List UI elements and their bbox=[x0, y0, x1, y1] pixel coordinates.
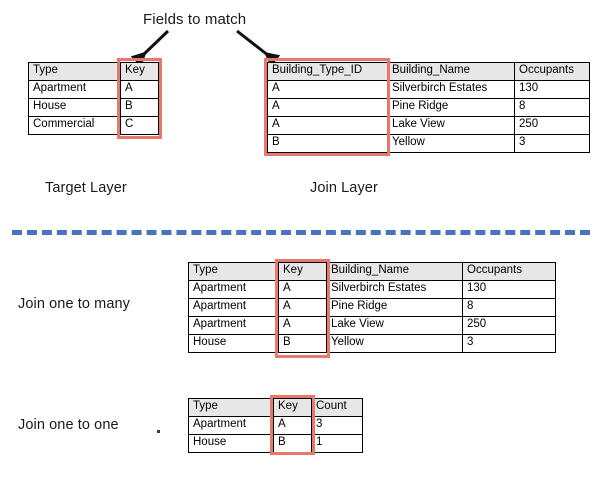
table-header-row: Type Key Building_Name Occupants bbox=[188, 262, 556, 281]
table-row: Commercial C bbox=[28, 116, 159, 135]
cell: A bbox=[267, 98, 388, 117]
cell: Apartment bbox=[188, 298, 279, 317]
cell: Pine Ridge bbox=[387, 98, 515, 117]
table-row: A Lake View 250 bbox=[267, 116, 590, 135]
cell: A bbox=[278, 298, 327, 317]
cell: 8 bbox=[462, 298, 556, 317]
cell: Silverbirch Estates bbox=[326, 280, 463, 299]
cell: 250 bbox=[462, 316, 556, 335]
cell: 3 bbox=[514, 134, 590, 153]
cell: A bbox=[267, 80, 388, 99]
cell: A bbox=[120, 80, 159, 99]
table-target-layer: Type Key Apartment A House B Commercial … bbox=[28, 62, 159, 135]
cell: A bbox=[267, 116, 388, 135]
cell: 250 bbox=[514, 116, 590, 135]
cell: B bbox=[120, 98, 159, 117]
column-header: Type bbox=[188, 262, 279, 281]
join-layer-caption: Join Layer bbox=[310, 180, 378, 196]
cell: Commercial bbox=[28, 116, 121, 135]
arrow-left-icon bbox=[130, 29, 170, 68]
cell: House bbox=[188, 434, 274, 453]
cell: A bbox=[278, 280, 327, 299]
cell: A bbox=[278, 316, 327, 335]
column-header: Type bbox=[28, 62, 121, 81]
stray-dot-mark bbox=[157, 430, 160, 433]
table-row: Apartment A Pine Ridge 8 bbox=[188, 298, 556, 317]
cell: 3 bbox=[462, 334, 556, 353]
cell: 1 bbox=[311, 434, 363, 453]
table-row: Apartment A Lake View 250 bbox=[188, 316, 556, 335]
fields-to-match-label: Fields to match bbox=[143, 11, 247, 28]
table-header-row: Type Key bbox=[28, 62, 159, 81]
arrow-right-icon bbox=[236, 29, 281, 68]
table-row: House B 1 bbox=[188, 434, 363, 453]
cell: 8 bbox=[514, 98, 590, 117]
cell: 130 bbox=[514, 80, 590, 99]
table-row: B Yellow 3 bbox=[267, 134, 590, 153]
cell: B bbox=[273, 434, 312, 453]
join-one-to-many-label: Join one to many bbox=[18, 296, 131, 312]
column-header: Type bbox=[188, 398, 274, 417]
column-header: Count bbox=[311, 398, 363, 417]
cell: Silverbirch Estates bbox=[387, 80, 515, 99]
table-row: House B bbox=[28, 98, 159, 117]
cell: B bbox=[267, 134, 388, 153]
column-header: Building_Name bbox=[387, 62, 515, 81]
table-join-layer: Building_Type_ID Building_Name Occupants… bbox=[267, 62, 590, 153]
column-header: Key bbox=[120, 62, 159, 81]
table-header-row: Building_Type_ID Building_Name Occupants bbox=[267, 62, 590, 81]
cell: 130 bbox=[462, 280, 556, 299]
cell: Lake View bbox=[387, 116, 515, 135]
cell: Apartment bbox=[188, 316, 279, 335]
column-header: Building_Type_ID bbox=[267, 62, 388, 81]
cell: Yellow bbox=[387, 134, 515, 153]
cell: A bbox=[273, 416, 312, 435]
table-one-to-many-result: Type Key Building_Name Occupants Apartme… bbox=[188, 262, 556, 353]
cell: Apartment bbox=[188, 416, 274, 435]
column-header: Occupants bbox=[462, 262, 556, 281]
column-header: Key bbox=[278, 262, 327, 281]
table-row: A Silverbirch Estates 130 bbox=[267, 80, 590, 99]
table-row: House B Yellow 3 bbox=[188, 334, 556, 353]
column-header: Building_Name bbox=[326, 262, 463, 281]
table-row: Apartment A 3 bbox=[188, 416, 363, 435]
table-row: Apartment A bbox=[28, 80, 159, 99]
cell: Pine Ridge bbox=[326, 298, 463, 317]
cell: House bbox=[28, 98, 121, 117]
cell: House bbox=[188, 334, 279, 353]
target-layer-caption: Target Layer bbox=[45, 180, 127, 196]
cell: 3 bbox=[311, 416, 363, 435]
column-header: Key bbox=[273, 398, 312, 417]
cell: Apartment bbox=[188, 280, 279, 299]
cell: Yellow bbox=[326, 334, 463, 353]
cell: Apartment bbox=[28, 80, 121, 99]
cell: B bbox=[278, 334, 327, 353]
table-row: A Pine Ridge 8 bbox=[267, 98, 590, 117]
section-divider bbox=[12, 230, 590, 235]
column-header: Occupants bbox=[514, 62, 590, 81]
table-row: Apartment A Silverbirch Estates 130 bbox=[188, 280, 556, 299]
cell: C bbox=[120, 116, 159, 135]
table-one-to-one-result: Type Key Count Apartment A 3 House B 1 bbox=[188, 398, 363, 453]
join-one-to-one-label: Join one to one bbox=[18, 417, 119, 433]
table-header-row: Type Key Count bbox=[188, 398, 363, 417]
cell: Lake View bbox=[326, 316, 463, 335]
